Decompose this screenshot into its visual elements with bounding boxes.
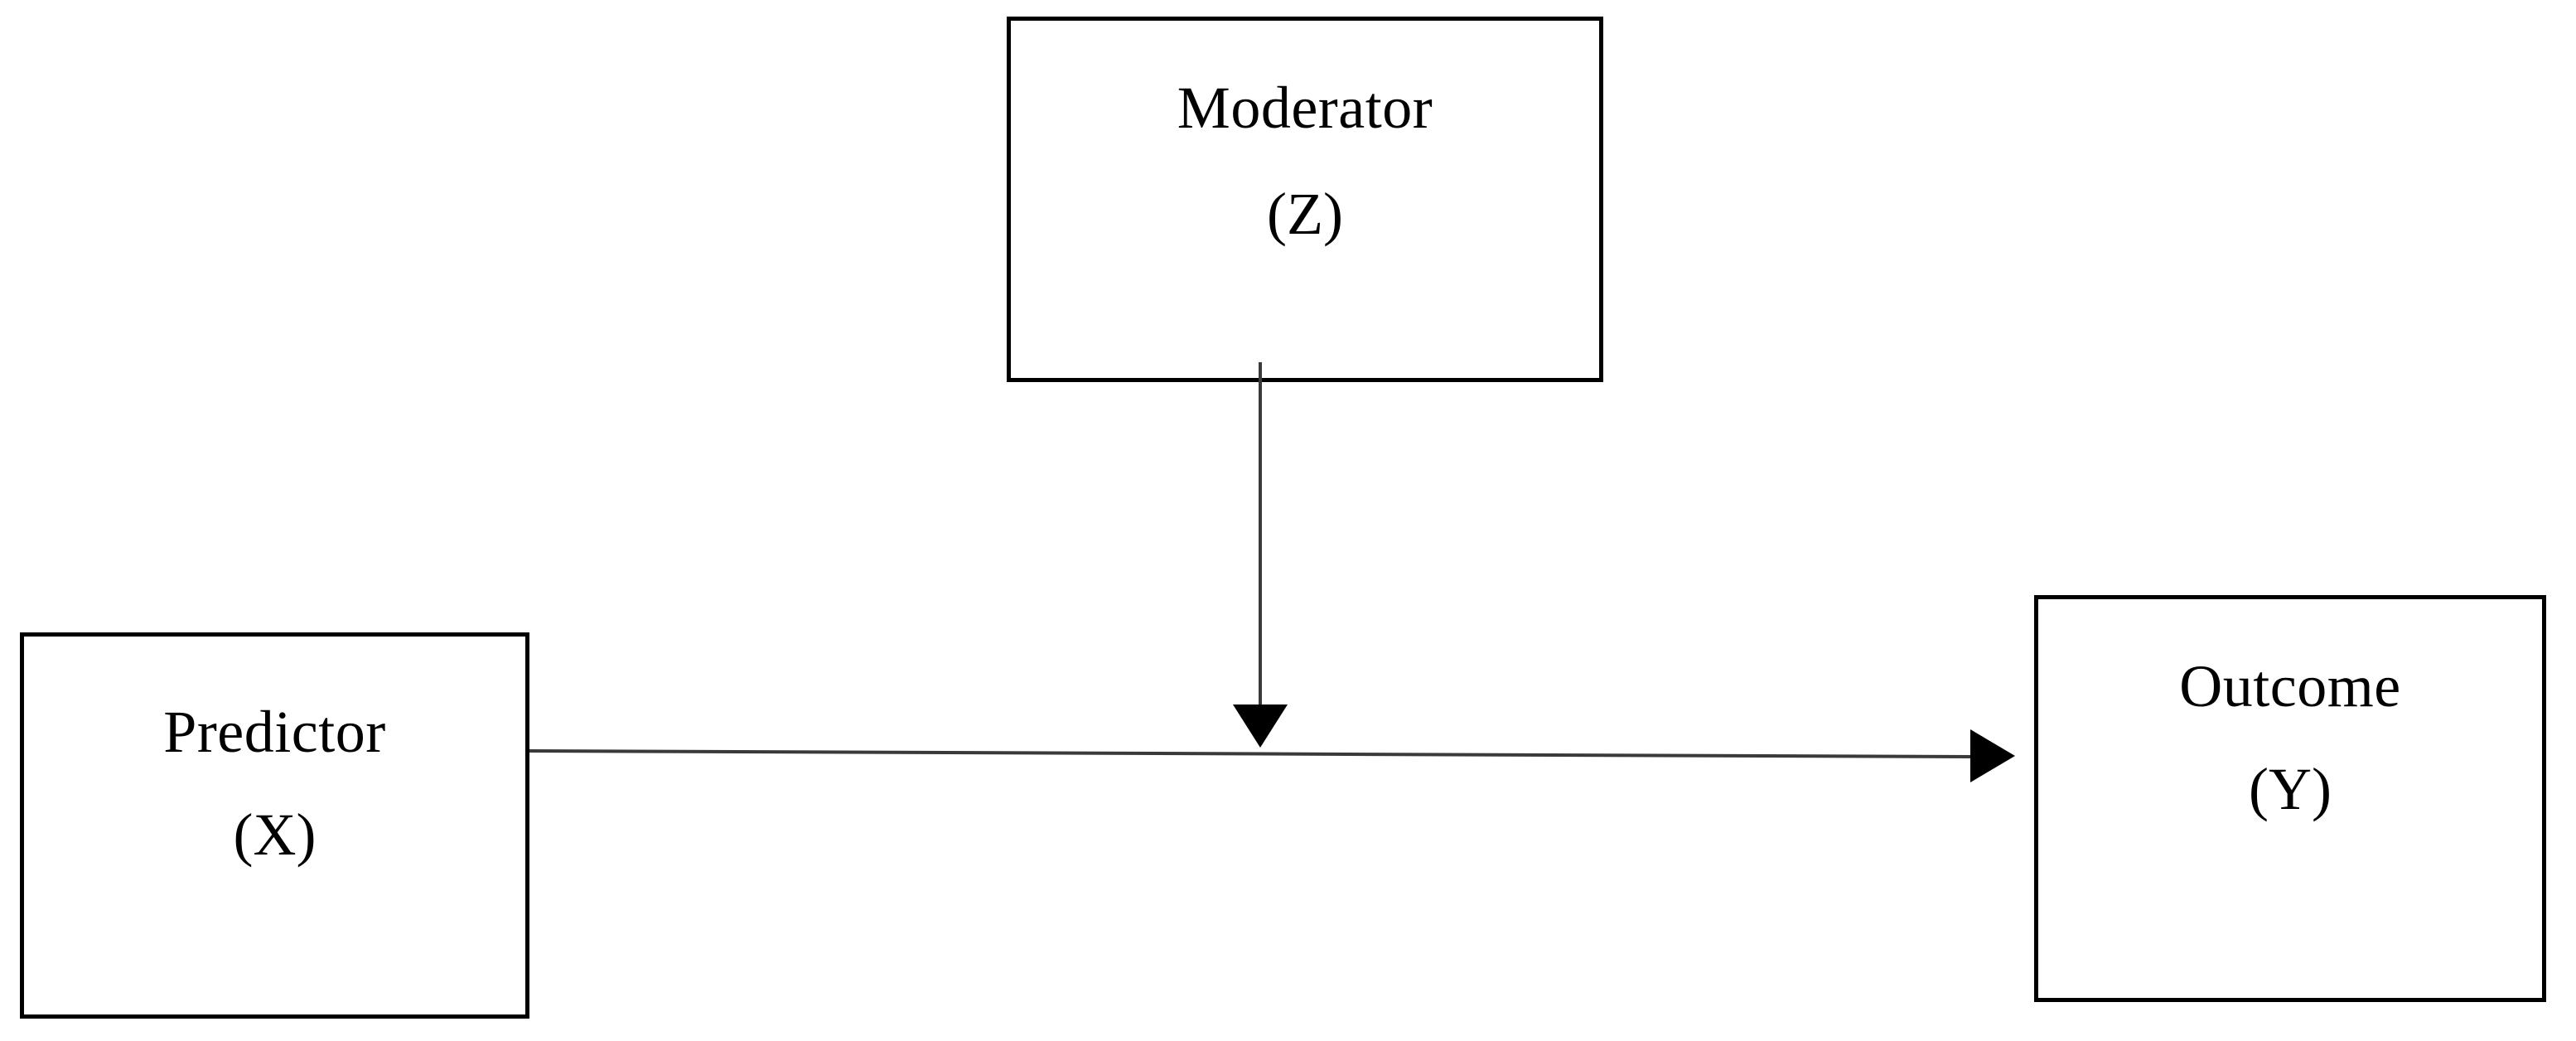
- edge-predictor-to-outcome-arrowhead: [1970, 729, 2015, 782]
- node-moderator-symbol: (Z): [1267, 180, 1343, 247]
- edge-moderator-to-path: [1233, 362, 1288, 748]
- node-predictor-symbol: (X): [233, 801, 317, 868]
- edge-predictor-to-outcome: [529, 729, 2015, 782]
- node-moderator-label: Moderator: [1177, 75, 1433, 141]
- edge-predictor-to-outcome-line: [529, 749, 1973, 758]
- node-predictor-label: Predictor: [163, 699, 386, 765]
- node-outcome-label: Outcome: [2179, 653, 2401, 719]
- edge-moderator-to-path-arrowhead: [1233, 704, 1288, 748]
- node-outcome: Outcome (Y): [2034, 595, 2546, 1002]
- node-moderator: Moderator (Z): [1007, 17, 1603, 382]
- node-outcome-symbol: (Y): [2249, 755, 2332, 822]
- node-predictor: Predictor (X): [20, 632, 529, 1019]
